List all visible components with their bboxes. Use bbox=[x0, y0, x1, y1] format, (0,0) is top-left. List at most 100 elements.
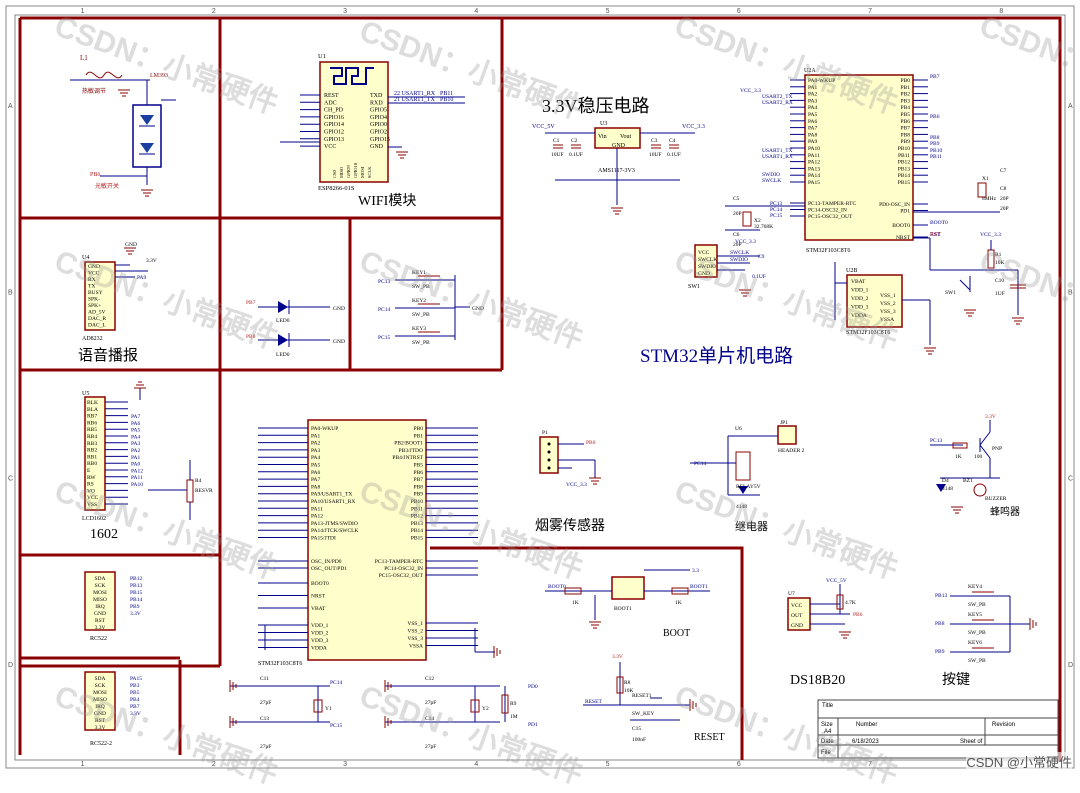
key-mid-sw: SW_PB bbox=[412, 340, 430, 346]
esp-bottom-pin: MOSI bbox=[360, 166, 365, 178]
stm-big-left-pin: PA10/USART1_RX bbox=[311, 499, 355, 505]
x1-ref: X1 bbox=[982, 176, 989, 182]
stm-top-net: PB7 bbox=[930, 74, 940, 80]
stm-top-left-pin: PA1 bbox=[808, 85, 818, 91]
buzzer-bz: BZ1 bbox=[963, 478, 973, 484]
stm-top-right-pin: PB15 bbox=[898, 180, 910, 186]
key-mid-net: PC15 bbox=[378, 335, 390, 341]
esp-right-pin: GND bbox=[370, 144, 384, 150]
stm-pwr-pin: VDD_3 bbox=[851, 305, 869, 311]
key-sw: SW_PB bbox=[968, 630, 986, 636]
reset-top-cv: 1UF bbox=[995, 291, 1005, 297]
crystal-label: 20P bbox=[1000, 206, 1009, 212]
key-sw: SW_PB bbox=[968, 658, 986, 664]
esp-net: PB10 bbox=[440, 97, 453, 103]
stm-big-left-pin: VDDA bbox=[311, 646, 327, 652]
key-mid-label: KEY2 bbox=[412, 298, 426, 304]
led1-name: LED0 bbox=[276, 318, 290, 324]
reset-cv: 100nF bbox=[632, 737, 646, 743]
swd-net: 0.1UF bbox=[752, 274, 766, 280]
osc-net-2: PC15 bbox=[330, 723, 342, 729]
stm-top-right-pin: PB2 bbox=[901, 92, 911, 98]
voice-net-pa9: PA9 bbox=[137, 275, 147, 281]
rc522-pin: IRQ bbox=[95, 704, 105, 710]
rc522-pin: GND bbox=[94, 711, 106, 717]
crystal-label: 20P bbox=[733, 211, 742, 217]
rc522-pin: GND bbox=[94, 611, 106, 617]
ldo-ref: U3 bbox=[600, 121, 607, 127]
voice-pin: SPK- bbox=[88, 297, 100, 303]
buzzer-d: D4 bbox=[942, 478, 949, 484]
rc522-pin: 3.3V bbox=[95, 725, 106, 731]
osc-rv: 1M bbox=[510, 714, 518, 720]
rc522-net: 3.3V bbox=[130, 611, 141, 617]
ldo-vin: Vin bbox=[598, 134, 607, 140]
lcd-ref: U5 bbox=[82, 391, 89, 397]
stm-top-right-pin: PB4 bbox=[901, 105, 911, 111]
stm-big-left-pin: PA12 bbox=[311, 514, 323, 520]
voice-pin: SPK+ bbox=[88, 303, 101, 309]
stm-big-left-pin: PA14/JTCK/SWCLK bbox=[311, 528, 359, 534]
osc-cap-label: 27pF bbox=[425, 744, 436, 750]
buzzer-circuit: 3.3V PC13 1K PNP 100 D4 4148 BZ1 BUZZER bbox=[930, 414, 1007, 514]
section-title-wifi: WIFI模块 bbox=[358, 193, 416, 209]
osc-r: R9 bbox=[510, 701, 517, 707]
ds-pin: GND bbox=[791, 623, 803, 629]
stm-big-right-pin: VSS_3 bbox=[407, 636, 423, 642]
rc522-pin: RST bbox=[95, 718, 106, 724]
stm-pwr-pin: VBAT bbox=[851, 279, 866, 285]
stm-big-left-pin: PA0-WKUP bbox=[311, 426, 338, 432]
esp-left-pin: VCC bbox=[324, 144, 336, 150]
esp-right-pin: GPIO2 bbox=[370, 130, 387, 136]
stm-top-left-pin: PA7 bbox=[808, 126, 818, 132]
osc-net-3: PD0 bbox=[528, 684, 538, 690]
stm-big-right-pin: PB4/JNTRST bbox=[392, 455, 423, 461]
stm-top-right-pin: PB5 bbox=[901, 112, 911, 118]
rc522-net: PB14 bbox=[130, 597, 142, 603]
stm-big-left-pin: OSC_OUT/PD1 bbox=[311, 566, 347, 572]
rc522-net: PB15 bbox=[130, 590, 142, 596]
rc522-pin: MOSI bbox=[93, 690, 107, 696]
ruler-col-label: 2 bbox=[212, 8, 216, 15]
stm-big-right-pin: PB14 bbox=[411, 528, 423, 534]
stm-top-net: VCC_3.3 bbox=[740, 88, 761, 94]
esp-left-pin: GPIO12 bbox=[324, 130, 344, 136]
reset-rv: 10K bbox=[624, 688, 634, 694]
buzzer-r: 1K bbox=[955, 454, 962, 460]
esp-bottom-pin: GPIO9 bbox=[346, 164, 351, 178]
stm-top-right-pin: PB1 bbox=[901, 85, 911, 91]
swd-ref: SW1 bbox=[688, 284, 700, 290]
esp-left-pin: CH_PD bbox=[324, 108, 344, 114]
voice-pin: RX bbox=[88, 277, 96, 283]
esp-name: ESP8266-01S bbox=[318, 185, 355, 192]
stm32-top-chip: U2A STM32F103C8T6 PA0-WKUPPA1PA2PA3PA4PA… bbox=[740, 68, 948, 254]
stm-top-left-pin: PA11 bbox=[808, 153, 820, 159]
rc522-net: PA15 bbox=[130, 676, 142, 682]
stm-big-left-pin: PA2 bbox=[311, 441, 321, 447]
esp-right-pin: GPIO5 bbox=[370, 108, 387, 114]
relay-p: JP1 bbox=[780, 420, 788, 426]
buzzer-net: PC13 bbox=[930, 438, 942, 444]
lcd-net: PA5 bbox=[131, 428, 141, 434]
ruler-col-label: 6 bbox=[737, 761, 741, 768]
ldo-cap-ref: C1 bbox=[553, 138, 560, 144]
stm-big-right-pin: PB9 bbox=[414, 492, 424, 498]
stm-top-net: SWDIO bbox=[762, 172, 780, 178]
swd-pin: SWCLK bbox=[698, 257, 717, 263]
stm-big-right-pin: PB6 bbox=[414, 470, 424, 476]
stm-top-net: USART1_TX bbox=[762, 148, 793, 154]
stm-top-right-pin: PB14 bbox=[898, 173, 910, 179]
section-title-mcu: STM32单片机电路 bbox=[640, 345, 793, 367]
ruler-col-label: 5 bbox=[606, 8, 610, 15]
ldo-cap-value: 0.1UF bbox=[667, 152, 681, 158]
stm-big-left-pin: PA15/JTDI bbox=[311, 536, 336, 542]
crystal-label: C7 bbox=[1000, 168, 1007, 174]
esp-bottom-pin: CS0 bbox=[332, 169, 337, 178]
stm-pwr-pin: VDD_2 bbox=[851, 296, 869, 302]
reset-circuit-bottom: 3.3V R8 10K RESET1 SW_KEY C15 100nF RESE… bbox=[583, 654, 697, 743]
stm-top-net: PC13 bbox=[770, 201, 782, 207]
lcd-pin: RS bbox=[87, 482, 94, 488]
